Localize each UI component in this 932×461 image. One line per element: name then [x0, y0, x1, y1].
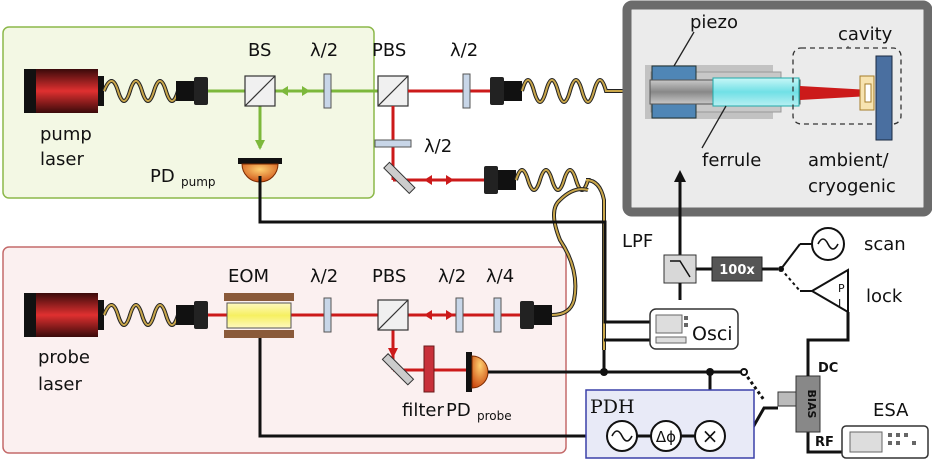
probe-laser-label-1: probe [38, 347, 90, 368]
cavity-fiber-connector [490, 77, 522, 105]
probe-out-connector [520, 301, 552, 329]
qw-label: λ/4 [486, 266, 514, 287]
filter [423, 345, 435, 393]
cavity-mirror [875, 55, 893, 141]
pd-pump-label: PD [150, 166, 175, 187]
pump-section: pump laser BS λ/2 PBS [2, 26, 510, 199]
pd-pump-sub: pump [181, 175, 216, 189]
half-wave-plate-3 [374, 139, 412, 148]
quarter-wave-plate [493, 297, 502, 333]
env-label-1: ambient/ [808, 150, 890, 171]
probe-hw1-label: λ/2 [310, 266, 338, 287]
amp-label: 100x [719, 263, 755, 278]
pi-i: I [838, 297, 841, 310]
pbs-probe [377, 299, 409, 331]
scan-generator [811, 227, 845, 261]
pi-p: P [838, 282, 845, 295]
pdh-section: PDH Δϕ × [585, 389, 755, 459]
pd-probe [466, 352, 489, 392]
return-fiber-connector [484, 166, 516, 194]
pd-probe-label: PD [446, 400, 471, 421]
probe-laser [24, 293, 104, 337]
mirror-pump [383, 161, 416, 195]
cavity-beam [800, 86, 870, 100]
hw3-label: λ/2 [424, 136, 452, 157]
rf-label: RF [815, 435, 834, 450]
bias-tee: BIAS [777, 340, 821, 433]
amp-100x: 100x [711, 256, 763, 282]
probe-half-wave-plate-2 [455, 297, 464, 333]
hw1-label: λ/2 [310, 40, 338, 61]
piezo-label: piezo [690, 12, 738, 33]
bs-label: BS [248, 40, 271, 61]
ferrule [712, 77, 800, 107]
pd-pump [238, 158, 282, 183]
control-chain: LPF 100x scan P I lock [622, 170, 906, 390]
pd-probe-sub: probe [477, 409, 512, 423]
hw2-label: λ/2 [450, 40, 478, 61]
osci-label: Osci [692, 323, 733, 345]
pi-controller: P I [810, 268, 849, 314]
cavity-box [792, 47, 902, 125]
filter-label: filter [402, 400, 444, 421]
cavity-label: cavity [838, 24, 893, 45]
lpf [663, 254, 697, 284]
pbs-pump-label: PBS [372, 40, 406, 61]
lock-label: lock [866, 286, 903, 307]
oscilloscope: Osci [649, 308, 739, 350]
probe-half-wave-plate [323, 297, 332, 333]
eom-label: EOM [228, 266, 269, 287]
pump-laser [24, 69, 104, 113]
esa [841, 425, 929, 459]
scan-label: scan [864, 234, 906, 255]
esa-label: ESA [873, 400, 909, 421]
pump-fiber-connector [176, 77, 208, 105]
half-wave-plate-1 [323, 73, 332, 109]
cryostat-section: cavity piezo ferrule ambient/ cryogenic [622, 0, 932, 217]
mirror-probe [381, 353, 415, 386]
probe-hw2-label: λ/2 [438, 266, 466, 287]
pdh-oscillator [606, 420, 638, 452]
beam-splitter [244, 75, 276, 107]
probe-box [2, 246, 567, 454]
pbs-probe-label: PBS [372, 266, 406, 287]
probe-laser-label-2: laser [38, 374, 82, 395]
lpf-label: LPF [622, 231, 653, 252]
pump-laser-label-2: laser [40, 149, 84, 170]
probe-fiber-connector [176, 301, 208, 329]
half-wave-plate-2 [462, 73, 471, 109]
env-label-2: cryogenic [808, 176, 896, 197]
pdh-dphi-label: Δϕ [656, 428, 676, 446]
ferrule-label: ferrule [702, 150, 761, 171]
pdh-mixer-label: × [702, 424, 719, 448]
pdh-mixer: × [694, 420, 726, 452]
dc-label: DC [818, 361, 838, 376]
probe-section: probe laser EOM λ/2 PBS [2, 246, 567, 454]
pdh-title: PDH [590, 396, 635, 418]
pdh-phase-shifter: Δϕ [650, 420, 682, 452]
pump-laser-label-1: pump [40, 124, 92, 145]
pbs-pump [377, 75, 409, 107]
eom [224, 293, 294, 338]
bias-label: BIAS [805, 390, 818, 419]
